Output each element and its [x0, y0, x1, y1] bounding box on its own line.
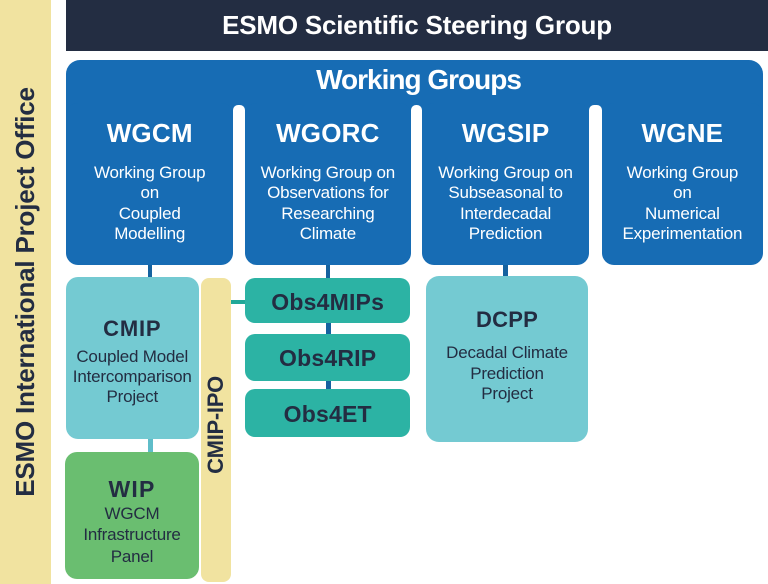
wgcm-desc: Working Group on Coupled Modelling [93, 163, 206, 243]
wip-box: WIP WGCM Infrastructure Panel [65, 452, 199, 579]
connector-obs4rip-obs4et [325, 380, 331, 389]
connector-wgorc-obs4mips [325, 265, 331, 278]
obs4et-box: Obs4ET [245, 388, 410, 437]
wgorc-label: WGORC [276, 117, 380, 148]
wgsip-box: WGSIP Working Group on Subseasonal to In… [421, 103, 590, 266]
dcpp-label: DCPP [476, 307, 538, 333]
connector-obs4mips-obs4rip [325, 323, 331, 334]
working-groups-title: Working Groups [316, 64, 522, 95]
wgne-label: WGNE [641, 117, 724, 148]
wgcm-box: WGCM Working Group on Coupled Modelling [66, 103, 234, 266]
wgorc-box: WGORC Working Group on Observations for … [245, 103, 411, 266]
column-gap-2 [410, 105, 422, 266]
wip-label: WIP [108, 475, 156, 502]
wip-desc: WGCM Infrastructure Panel [83, 503, 181, 566]
wgne-box: WGNE Working Group on Numerical Experime… [601, 103, 763, 266]
cmip-ipo-label: CMIP-IPO [202, 375, 228, 474]
wgcm-label: WGCM [106, 117, 193, 148]
esmo-ipo-sidebar: ESMO International Project Office [0, 0, 51, 584]
esmo-ipo-sidebar-label: ESMO International Project Office [10, 86, 41, 497]
wgsip-label: WGSIP [461, 117, 550, 148]
cmip-label: CMIP [103, 315, 162, 341]
dcpp-desc: Decadal Climate Prediction Project [446, 343, 568, 403]
connector-wgsip-dcpp [503, 265, 508, 276]
cmip-ipo-bar: CMIP-IPO [200, 278, 231, 582]
column-gap-1 [233, 105, 245, 266]
wgorc-desc: Working Group on Observations for Resear… [260, 163, 396, 243]
steering-group-title: ESMO Scientific Steering Group [222, 9, 612, 40]
wgsip-desc: Working Group on Subseasonal to Interdec… [438, 163, 573, 243]
wgne-desc: Working Group on Numerical Experimentati… [622, 163, 743, 243]
dcpp-box: DCPP Decadal Climate Prediction Project [426, 276, 588, 442]
cmip-box: CMIP Coupled Model Intercomparison Proje… [66, 277, 199, 439]
connector-cmip-wip [147, 438, 153, 452]
steering-group-header: ESMO Scientific Steering Group [66, 0, 768, 51]
cmip-desc: Coupled Model Intercomparison Project [72, 346, 192, 407]
obs4mips-box: Obs4MIPs [245, 277, 410, 324]
obs4rip-box: Obs4RIP [245, 333, 410, 381]
column-gap-3 [589, 105, 602, 266]
connector-wgcm-cmip [147, 265, 152, 277]
connector-cmipipo-obs4mips [231, 300, 246, 304]
